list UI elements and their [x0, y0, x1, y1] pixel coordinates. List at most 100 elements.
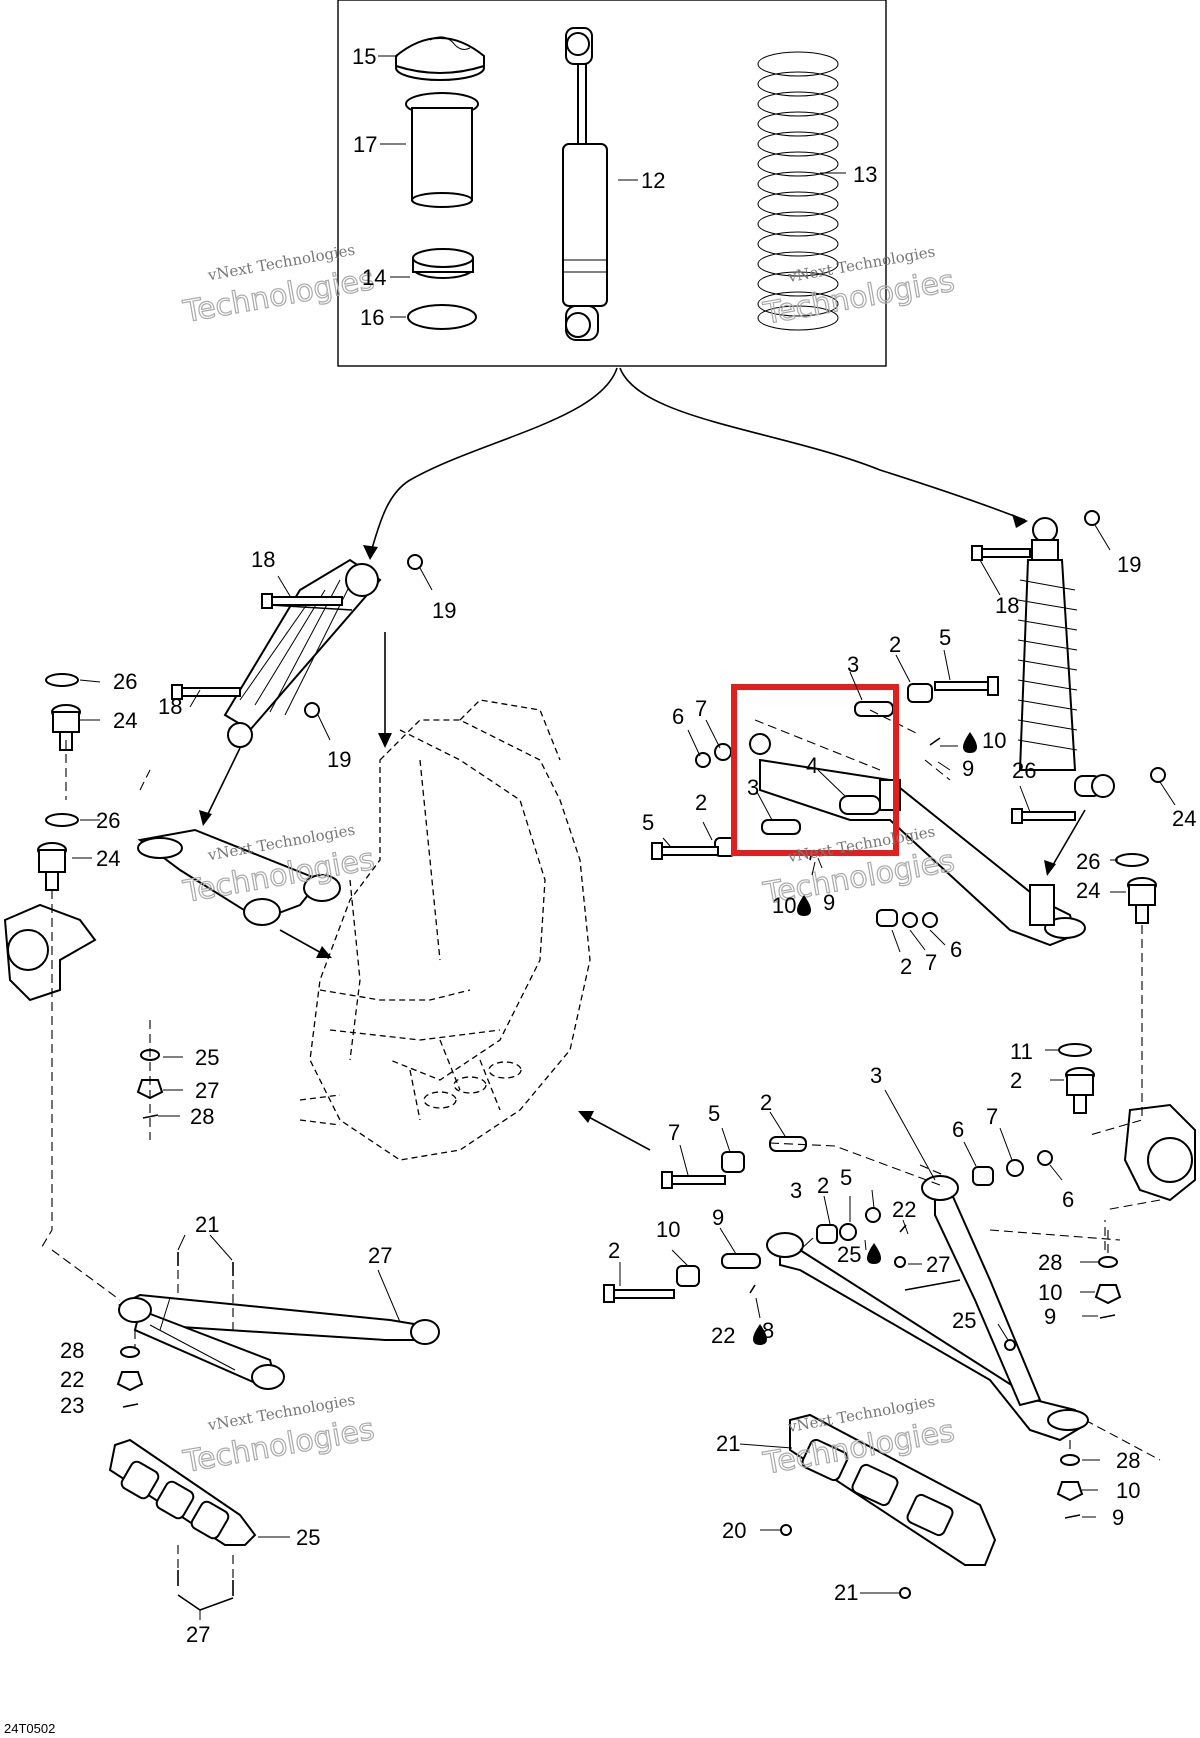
bushing-7-highlighted: [749, 733, 771, 755]
grease-fitting-22-lower: [1004, 1339, 1016, 1351]
arrow-head-icon: [316, 946, 332, 958]
washer-7-lower-right-mid: [1006, 1159, 1024, 1177]
washer-25-right-bottom: [1060, 1454, 1080, 1466]
highlight-box: [731, 684, 899, 856]
callout-27: 22: [60, 1367, 84, 1392]
callout-25: 28: [60, 1338, 84, 1363]
bushing-2-upper-right-rear: [876, 909, 898, 927]
ball-joint-24-upper-left: [51, 704, 81, 751]
callout-18: 18: [995, 593, 1019, 618]
nut-19-upper-right: [1084, 510, 1100, 526]
nut-6-lower-right-front: [865, 1207, 881, 1223]
nut-27-right-top: [1094, 1284, 1122, 1305]
cotter-28-left-lower: [122, 1403, 139, 1408]
callout-24: 2: [1010, 1068, 1022, 1093]
arrow-head-icon: [378, 733, 392, 748]
washer-25-left-lower: [120, 1346, 140, 1358]
nut-6-upper-right: [695, 752, 711, 768]
callout-27: 10: [1038, 1280, 1062, 1305]
bolt-5-lower-right-top: [661, 1171, 726, 1189]
bolt-21-right-b: [899, 1587, 911, 1599]
callout-4: 4: [806, 753, 818, 778]
callout-6: 6: [672, 704, 684, 729]
callout-18: 18: [158, 694, 182, 719]
callout-10: 25: [837, 1242, 861, 1267]
callout-7: 7: [695, 696, 707, 721]
nut-27-left-lower: [116, 1371, 144, 1392]
bushing-2-lower-right-bottom: [676, 1265, 700, 1287]
callout-19: 19: [432, 598, 456, 623]
part-12-shock-absorber: [562, 27, 608, 341]
callout-9: 9: [823, 890, 835, 915]
callout-24: 24: [1076, 878, 1100, 903]
nut-27-right-bottom: [1056, 1481, 1084, 1502]
bushing-2-lower-right-top: [721, 1151, 745, 1173]
callout-19: 19: [1117, 552, 1141, 577]
watermark-bottom-left: vNext Technologies Technologies: [180, 1391, 378, 1481]
callout-25: 28: [1116, 1448, 1140, 1473]
arrow-head-icon: [1044, 860, 1056, 876]
callout-20: 25: [296, 1525, 320, 1550]
ball-joint-24-lower-left: [37, 842, 67, 891]
callout-24: 24: [96, 846, 120, 871]
oil-drop-icon: [963, 732, 977, 753]
nut-19-upper-left: [407, 554, 423, 570]
right-shock-assembly: [1017, 517, 1115, 798]
ball-joint-24-lower-right: [1065, 1067, 1095, 1114]
washer-7-upper-right-rear: [902, 912, 918, 928]
nut-6-lower-right-mid: [1037, 1150, 1053, 1166]
bolt-18-lower-left: [171, 684, 241, 700]
circlip-26-lower-left: [45, 813, 79, 827]
bolt-5-upper-right-top: [934, 676, 999, 696]
part-15-spring-retainer: [395, 36, 485, 81]
callout-11: 3: [870, 1063, 882, 1088]
callout-25: 28: [1038, 1250, 1062, 1275]
callout-leaders: [72, 55, 1176, 1620]
cotter-28-right-top: [1099, 1314, 1116, 1319]
callout-2: 10: [656, 1217, 680, 1242]
part-13-coil-spring: [757, 51, 839, 331]
callout-9: 9: [962, 756, 974, 781]
callout-26: 26: [96, 808, 120, 833]
callout-21: 27: [186, 1622, 210, 1647]
bushing-2-upper-right-top: [907, 683, 933, 703]
oil-drop-icon: [753, 1324, 767, 1345]
bushing-2-lower-right-mid: [972, 1166, 994, 1186]
callout-18: 18: [251, 547, 275, 572]
oil-drop-icon: [797, 895, 811, 916]
watermark-top-left: vNext Technologies Technologies: [180, 241, 378, 331]
washer-7-upper-right: [714, 743, 732, 761]
callout-17: 17: [353, 132, 377, 157]
callout-16: 16: [360, 305, 384, 330]
callout-14: 14: [362, 265, 386, 290]
left-lower-a-arm: [118, 1293, 440, 1390]
part-16-washer: [407, 304, 477, 330]
arrow-head-icon: [578, 1111, 594, 1123]
ball-joint-24-upper-right: [1127, 877, 1157, 924]
skid-plate-23-right: [789, 1413, 997, 1566]
callout-9: 22: [892, 1197, 916, 1222]
washer-7-lower-right-front: [839, 1223, 857, 1241]
callout-3: 9: [712, 1205, 724, 1230]
circlip-26-upper-right: [1115, 853, 1149, 867]
callout-8: 27: [368, 1243, 392, 1268]
bushing-2-lower-right-front: [816, 1224, 838, 1244]
bolt-21-right-a: [780, 1524, 792, 1536]
callout-2: 3: [790, 1178, 802, 1203]
bolt-5-lower-right-bottom: [603, 1284, 675, 1303]
callout-2: 2: [900, 954, 912, 979]
callout-5: 2: [608, 1238, 620, 1263]
callout-27: 10: [1116, 1478, 1140, 1503]
bolt-18-lower-right: [1011, 808, 1076, 824]
skid-plate-20-left: [108, 1438, 257, 1546]
callout-26: 11: [1010, 1039, 1033, 1064]
callout-7: 2: [817, 1173, 829, 1198]
washer-25-right-top: [1098, 1256, 1118, 1268]
callout-3: 2: [760, 1090, 772, 1115]
nut-19-lower-left: [304, 702, 320, 718]
callout-10: 10: [982, 728, 1006, 753]
callout-12: 12: [641, 168, 665, 193]
callout-2: 6: [952, 1117, 964, 1142]
watermark-top-right: vNext Technologies Technologies: [760, 242, 958, 332]
cotter-28-right-bottom: [1064, 1514, 1081, 1519]
